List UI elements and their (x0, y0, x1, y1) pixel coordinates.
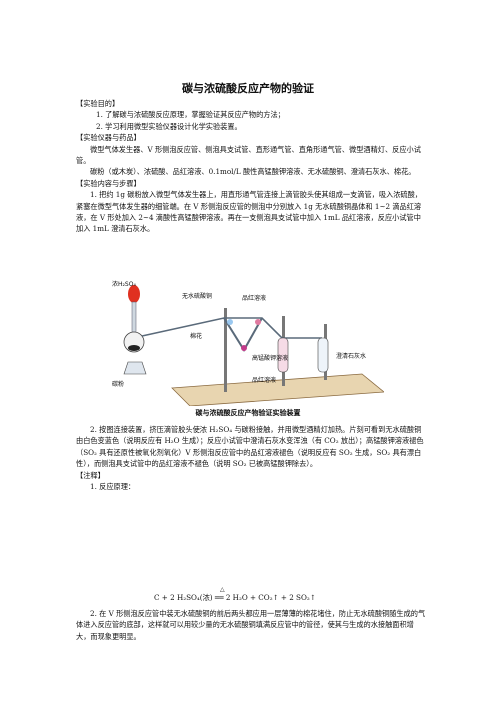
equation-text: C + 2 H₂SO₄(浓) ══ 2 H₂O + CO₂↑ + 2 SO₂↑ (154, 593, 316, 602)
purpose-item-2: 2. 学习利用微型实验仪器设计化学实验装置。 (96, 121, 242, 131)
equipment-heading: 【实验仪器与药品】 (76, 133, 141, 143)
label-cotton: 棉花 (190, 332, 202, 340)
notes-continued: 2. 在 V 形侧泡反应管中装无水硫酸铜的前后两头都应用一层薄薄的棉花堵住，防止… (76, 608, 428, 642)
apparatus-figure: 浓H₂SO₄ 无水硫酸铜 品红溶液 高锰酸钾溶液 碳粉 棉花 品红溶液 澄清石灰… (112, 280, 384, 406)
base-board (171, 373, 384, 406)
limewater-tube (317, 337, 329, 373)
label-lamp: 碳粉 (112, 380, 124, 388)
notes-heading: 【注释】 (76, 470, 105, 480)
label-acid: 浓H₂SO₄ (112, 280, 136, 288)
cuso4-bulb (227, 319, 233, 325)
alcohol-lamp (123, 361, 147, 375)
label-magenta-top: 品红溶液 (242, 294, 266, 302)
purpose-item-1: 1. 了解碳与浓硫酸反应原理，掌握验证其反应产物的方法； (96, 110, 285, 120)
label-kmno4: 高锰酸钾溶液 (252, 354, 288, 362)
delta-symbol: △ (220, 586, 225, 593)
dropper-tube (131, 301, 137, 333)
label-limewater: 澄清石灰水 (336, 352, 366, 360)
notes-item-2: 2. 在 V 形侧泡反应管中装无水硫酸铜的前后两头都应用一层薄薄的棉花堵住，防止… (76, 609, 426, 641)
carbon-powder (128, 345, 140, 351)
kmno4-drop (241, 345, 247, 351)
side-tube (277, 337, 289, 373)
notes-item-1: 1. 反应原理： (90, 482, 136, 492)
reaction-equation: C + 2 H₂SO₄(浓) ══ 2 H₂O + CO₂↑ + 2 SO₂↑ … (154, 586, 316, 603)
equipment-instruments: 微型气体发生器、V 形侧泡反应管、侧泡具支试管、直形通气管、直角形通气管、微型酒… (76, 144, 421, 166)
page-title: 碳与浓硫酸反应产物的验证 (182, 82, 314, 95)
acid-bulb (128, 285, 140, 303)
procedure-step-2: 2. 按图连接装置，挤压滴管胶头使浓 H₂SO₄ 与碳粉接触，并用微型酒精灯加热… (76, 425, 424, 469)
stand-rod-left (224, 308, 227, 392)
equipment-reagents: 碳粉（或木炭）、浓硫酸、品红溶液、0.1mol/L 酸性高锰酸钾溶液、无水硫酸铜… (90, 167, 416, 177)
magenta-bulb (255, 319, 261, 325)
figure-caption: 碳与浓硫酸反应产物验证实验装置 (195, 409, 301, 417)
procedure-heading: 【实验内容与步骤】 (76, 178, 141, 188)
purpose-section: 【实验目的】 1. 了解碳与浓硫酸反应原理，掌握验证其反应产物的方法； 2. 学… (76, 98, 428, 235)
label-cuso4: 无水硫酸铜 (182, 292, 212, 300)
procedure-continued: 2. 按图连接装置，挤压滴管胶头使浓 H₂SO₄ 与碳粉接触，并用微型酒精灯加热… (76, 424, 428, 492)
purpose-heading: 【实验目的】 (76, 99, 120, 108)
procedure-step-1: 1. 把约 1g 碳粉放入微型气体发生器上，用直形通气管连接上滴管胶头使其组成一… (76, 190, 422, 234)
label-magenta-bottom: 品红溶液 (252, 376, 276, 384)
